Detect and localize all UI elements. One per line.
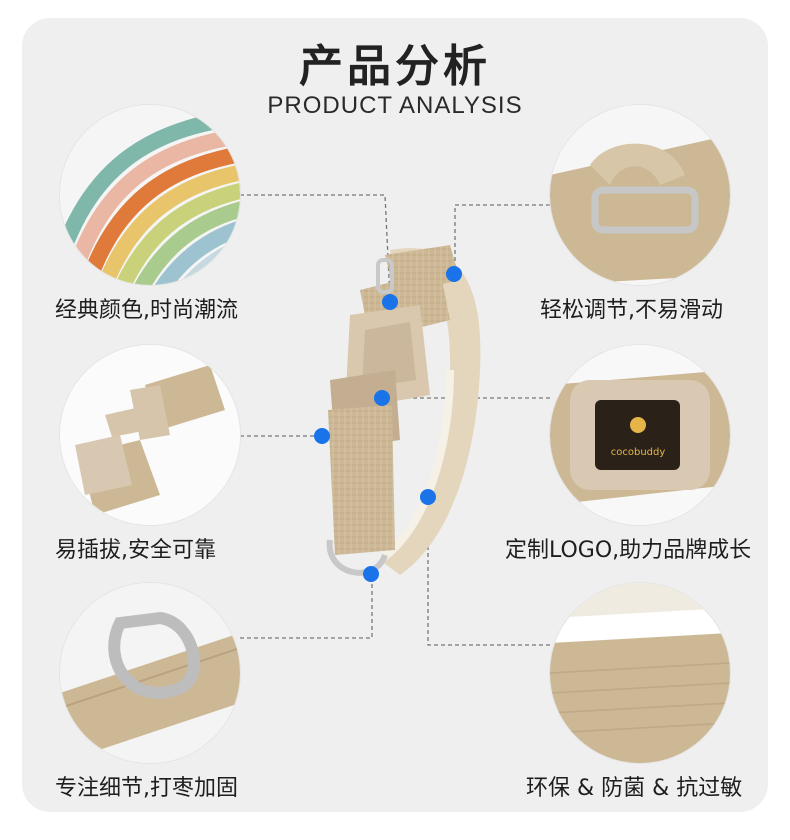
pet-collar-image — [326, 245, 481, 576]
page-title: 产品分析 — [299, 41, 491, 92]
classic-colors-image — [60, 105, 240, 285]
marker-eco[interactable] — [420, 489, 436, 505]
easy-plug-image — [60, 345, 240, 525]
eco-material-image — [550, 583, 730, 763]
feature-label-adjust: 轻松调节,不易滑动 — [540, 298, 723, 323]
marker-colors[interactable] — [382, 294, 398, 310]
feature-label-plug: 易插拔,安全可靠 — [55, 538, 216, 563]
custom-logo-image: cocobuddy — [550, 345, 730, 525]
stitching-detail-image — [60, 583, 240, 763]
marker-detail[interactable] — [363, 566, 379, 582]
connector-detail — [240, 574, 373, 639]
adjustable-slider-image — [550, 105, 730, 285]
marker-adjust[interactable] — [446, 266, 462, 282]
marker-buckle[interactable] — [314, 428, 330, 444]
feature-label-colors: 经典颜色,时尚潮流 — [55, 298, 238, 323]
connector-adjust — [454, 204, 550, 273]
feature-label-detail: 专注细节,打枣加固 — [55, 776, 238, 801]
marker-logo[interactable] — [374, 390, 390, 406]
logo-text: cocobuddy — [611, 447, 666, 458]
feature-label-eco: 环保 & 防菌 & 抗过敏 — [526, 776, 743, 801]
page-subtitle: PRODUCT ANALYSIS — [267, 92, 523, 119]
feature-label-logo: 定制LOGO,助力品牌成长 — [505, 538, 752, 563]
